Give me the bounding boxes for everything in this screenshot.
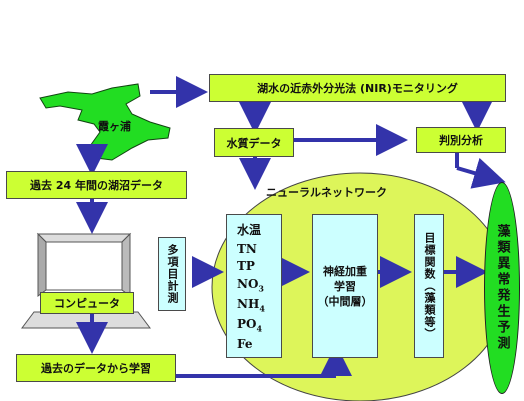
learning-from-past-label: 過去のデータから学習 [41,362,151,375]
arrows [76,76,506,378]
water-quality-data-label: 水質データ [226,136,282,150]
input-item-no3: NO3 [237,276,264,294]
neural-network-label: ニューラルネットワーク [266,186,387,199]
lake-shape [39,83,171,161]
lake-label: 霞ヶ浦 [98,120,131,133]
prediction-ellipse: 藻類異常発生予測 [484,182,520,394]
computer-box: コンピュータ [40,292,134,314]
hidden-layer-box: 神経加重 学習 （中間層） [312,214,378,358]
input-item-tp: TP [237,259,255,274]
nir-monitoring-box: 湖水の近赤外分光法 (NIR)モニタリング [209,74,506,102]
discriminant-analysis-box: 判別分析 [416,127,506,153]
prediction-label: 藻類異常発生予測 [494,224,510,352]
hidden-layer-line3: （中間層） [317,294,373,308]
multi-item-measurement-box: 多項目計測 [158,237,186,311]
discriminant-analysis-label: 判別分析 [439,134,483,147]
target-function-box: 目標関数（藻類等） [414,214,444,358]
past-lake-data-label: 過去 24 年間の湖沼データ [30,179,163,192]
computer-illustration [21,232,151,329]
learning-from-past-box: 過去のデータから学習 [16,354,176,382]
hidden-layer-line1: 神経加重 [323,264,367,278]
input-item-tn: TN [237,241,257,256]
input-item-nh4: NH4 [237,296,265,314]
multi-item-measurement-label: 多項目計測 [166,244,179,304]
input-item-fe: Fe [237,337,253,352]
hidden-layer-line2: 学習 [334,279,356,293]
input-item-water-temp: 水温 [237,222,262,237]
input-item-po4: PO4 [237,317,263,334]
past-lake-data-box: 過去 24 年間の湖沼データ [6,171,187,199]
target-function-label: 目標関数（藻類等） [423,232,436,340]
water-quality-data-box: 水質データ [214,128,294,157]
computer-label: コンピュータ [54,297,120,310]
input-layer-box: 水温 TN TP NO3 NH4 PO4 Fe [226,214,282,358]
nir-monitoring-label: 湖水の近赤外分光法 (NIR)モニタリング [257,82,458,95]
